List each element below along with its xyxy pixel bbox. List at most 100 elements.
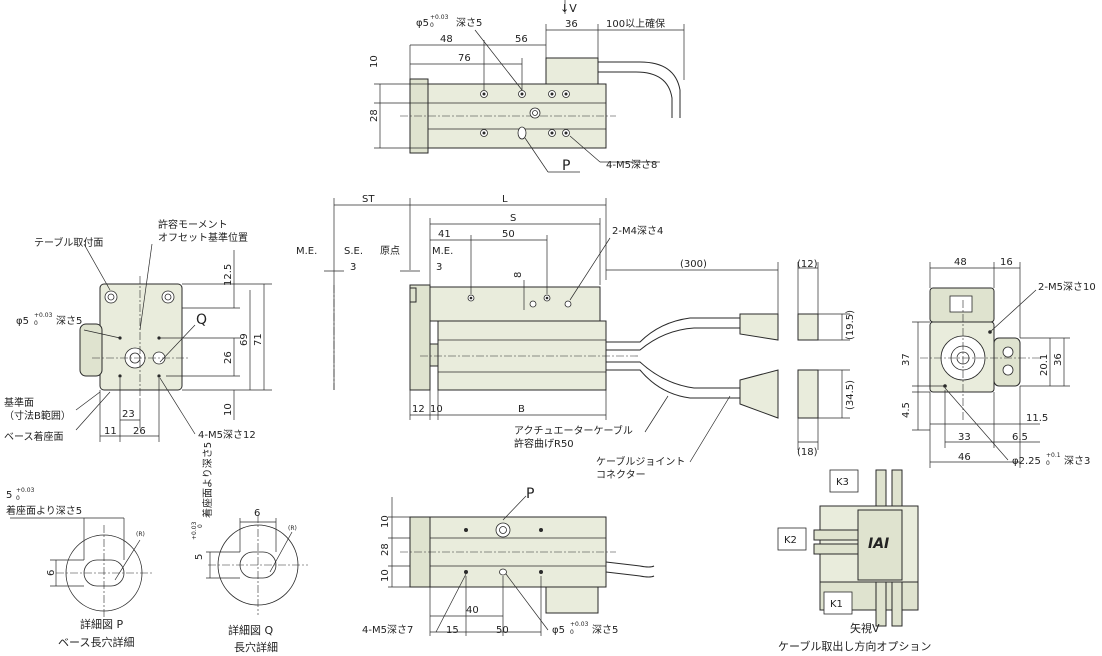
front-view-hole-tol-upper: +0.03 xyxy=(34,312,53,319)
connector-upper xyxy=(797,313,819,341)
connector-dim-12p: (12) xyxy=(797,259,818,270)
front-view-dim-69: 69 xyxy=(239,333,250,346)
front-view-dim-71: 71 xyxy=(253,333,264,346)
view-v-title-2: ケーブル取出し方向オプション xyxy=(778,639,931,653)
detail-p-dim-6: 6 xyxy=(46,570,57,576)
detail-p-note: 着座面より深さ5 xyxy=(6,504,82,517)
front-view-tap-label: 4-M5深さ12 xyxy=(198,429,256,441)
front-view-base-face: ベース着座面 xyxy=(4,430,64,443)
side-view-dim-st: ST xyxy=(362,194,375,205)
top-view-dim-28: 28 xyxy=(369,109,380,122)
view-v-k3-box xyxy=(829,469,859,493)
side-view-dim-12: 12 xyxy=(412,404,425,415)
top-view-tap-label: 4-M5深さ8 xyxy=(606,159,657,171)
bottom-view-hole-tol-upper: +0.03 xyxy=(570,621,589,628)
top-view-dim-56: 56 xyxy=(515,34,528,45)
bottom-view-motor-block xyxy=(545,586,599,614)
front-view-dim-10: 10 xyxy=(223,403,234,416)
top-view-dim-10: 10 xyxy=(369,55,380,68)
front-view: 許容モーメント オフセット基準位置 テーブル取付面 φ5 +0.03 0 深さ5… xyxy=(4,218,272,443)
front-view-dim-26v: 26 xyxy=(223,351,234,364)
view-v-k1: K1 xyxy=(830,599,843,610)
detail-q-dim-value: 5 xyxy=(194,554,205,560)
side-view-dim-41: 41 xyxy=(438,229,451,240)
view-v-title-1: 矢視V xyxy=(850,621,880,635)
detail-q-tol-lower: 0 xyxy=(197,524,204,528)
detail-p-dim-value: 5 xyxy=(6,490,12,501)
front-view-detail-q: Q xyxy=(196,312,207,328)
side-view-endplate xyxy=(409,284,431,391)
top-view-dim-76: 76 xyxy=(458,53,471,64)
motor-view-tap-label: 2-M5深さ10 xyxy=(1038,281,1096,293)
connector-dim-18: (18) xyxy=(797,447,818,458)
top-view-hole-tol-lower: 0 xyxy=(430,22,434,29)
motor-view: 48 16 2-M5深さ10 37 4.5 20.1 36 11.5 33 6.… xyxy=(901,257,1096,468)
connector-lower xyxy=(797,369,819,419)
side-view-dim-10: 10 xyxy=(430,404,443,415)
view-v-k3: K3 xyxy=(836,477,849,488)
detail-p-tol-lower: 0 xyxy=(16,495,20,502)
bottom-view-tap-label: 4-M5深さ7 xyxy=(362,624,413,636)
bottom-view-detail-p: P xyxy=(526,486,534,502)
front-view-moment-label-2: オフセット基準位置 xyxy=(158,231,248,244)
detail-q-title-2: 長穴詳細 xyxy=(234,640,278,654)
motor-view-hole-tol-lower: 0 xyxy=(1046,460,1050,467)
detail-q-note: 着座面より深さ5 xyxy=(201,442,214,518)
front-view-dim-26h: 26 xyxy=(133,426,146,437)
view-v-k2: K2 xyxy=(784,535,797,546)
side-view-tap-label: 2-M4深さ4 xyxy=(612,225,663,237)
front-view-hole-label: φ5 xyxy=(16,316,29,327)
side-view-cable-lower xyxy=(606,361,740,389)
top-view: ↓V φ5 +0.03 0 深さ5 36 100以上確保 48 56 76 10… xyxy=(369,0,685,174)
side-view: ST L S 41 50 2-M4深さ4 M.E. S.E. 3 原点 M.E.… xyxy=(296,194,856,481)
front-view-ref-face-2: （寸法B範囲） xyxy=(4,409,71,422)
top-view-cable xyxy=(598,61,681,118)
side-view-dim-300: (300) xyxy=(680,259,707,270)
motor-view-dim-115: 11.5 xyxy=(1026,413,1048,424)
side-view-table xyxy=(429,286,601,322)
motor-view-hole-label: φ2.25 xyxy=(1012,456,1041,467)
bottom-view-hole-tol-lower: 0 xyxy=(570,629,574,636)
side-view-se-label: S.E. xyxy=(344,246,363,257)
motor-view-hole-tol-upper: +0.1 xyxy=(1046,452,1061,459)
motor-view-dim-45: 4.5 xyxy=(901,402,912,418)
top-view-hole-tol-upper: +0.03 xyxy=(430,14,449,21)
detail-q-title-1: 詳細図 Q xyxy=(228,623,273,637)
bottom-view-dim-50: 50 xyxy=(496,625,509,636)
top-view-motor-block xyxy=(545,57,599,85)
side-view-joint-label-1: ケーブルジョイント xyxy=(596,455,685,468)
side-view-dim-s: S xyxy=(510,213,516,224)
detail-p-title-1: 詳細図 P xyxy=(80,617,123,631)
front-view-table-face: テーブル取付面 xyxy=(34,236,103,249)
bottom-view-dim-10b: 10 xyxy=(380,569,391,582)
top-view-hole-label: φ5 xyxy=(416,18,429,29)
detail-q-dim-6: 6 xyxy=(254,508,260,519)
top-view-detail-p: P xyxy=(562,158,570,174)
side-view-dim-3b: 3 xyxy=(436,262,442,273)
side-view-dim-50: 50 xyxy=(502,229,515,240)
bottom-view-dim-28: 28 xyxy=(380,543,391,556)
front-view-dim-125: 12.5 xyxy=(223,264,234,286)
motor-view-dim-36: 36 xyxy=(1053,353,1064,366)
side-view-dim-b: B xyxy=(518,404,525,415)
detail-p-title-2: ベース長穴詳細 xyxy=(58,635,134,649)
view-v: IAI K3 K2 K1 矢視V ケーブル取出し方向オプション xyxy=(777,469,931,653)
detail-p-radius: (R) xyxy=(136,531,145,538)
front-view-hole-depth: 深さ5 xyxy=(56,315,82,327)
view-v-k1-box xyxy=(823,591,853,615)
side-view-body xyxy=(437,320,607,391)
bottom-view-hole-depth: 深さ5 xyxy=(592,624,618,636)
front-view-hole-tol-lower: 0 xyxy=(34,320,38,327)
detail-q-radius: (R) xyxy=(288,525,297,532)
motor-view-hole-depth: 深さ3 xyxy=(1064,455,1090,467)
detail-q-tol-upper: +0.03 xyxy=(191,521,198,540)
side-view-dim-3a: 3 xyxy=(350,262,356,273)
side-view-me-right: M.E. xyxy=(432,246,453,257)
detail-p-tol-upper: +0.03 xyxy=(16,487,35,494)
side-view-me-left: M.E. xyxy=(296,246,317,257)
side-view-cable-label-1: アクチュエーターケーブル xyxy=(514,424,633,437)
side-view-joint-label-2: コネクター xyxy=(596,469,646,481)
top-view-hole-depth: 深さ5 xyxy=(456,17,482,29)
view-v-k2-box xyxy=(777,527,807,551)
detail-q: 5 +0.03 0 着座面より深さ5 6 (R) 詳細図 Q 長穴詳細 xyxy=(191,442,308,654)
